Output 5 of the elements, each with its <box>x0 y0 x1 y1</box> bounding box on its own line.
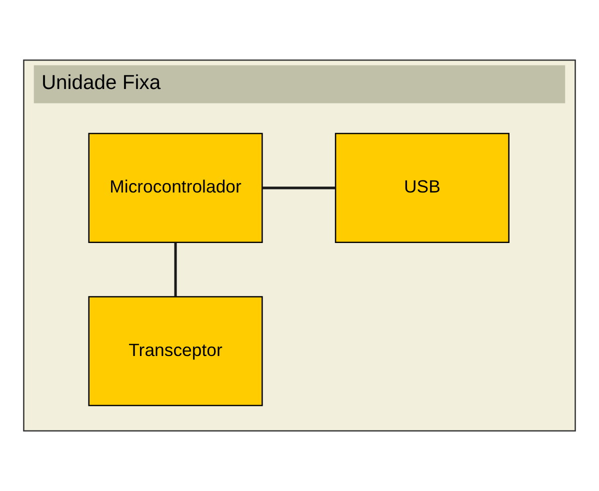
connector <box>262 186 336 190</box>
node-box: Microcontrolador <box>88 132 263 243</box>
connector <box>174 242 177 297</box>
node-box: Transceptor <box>88 296 263 406</box>
node-box: USB <box>334 132 510 243</box>
